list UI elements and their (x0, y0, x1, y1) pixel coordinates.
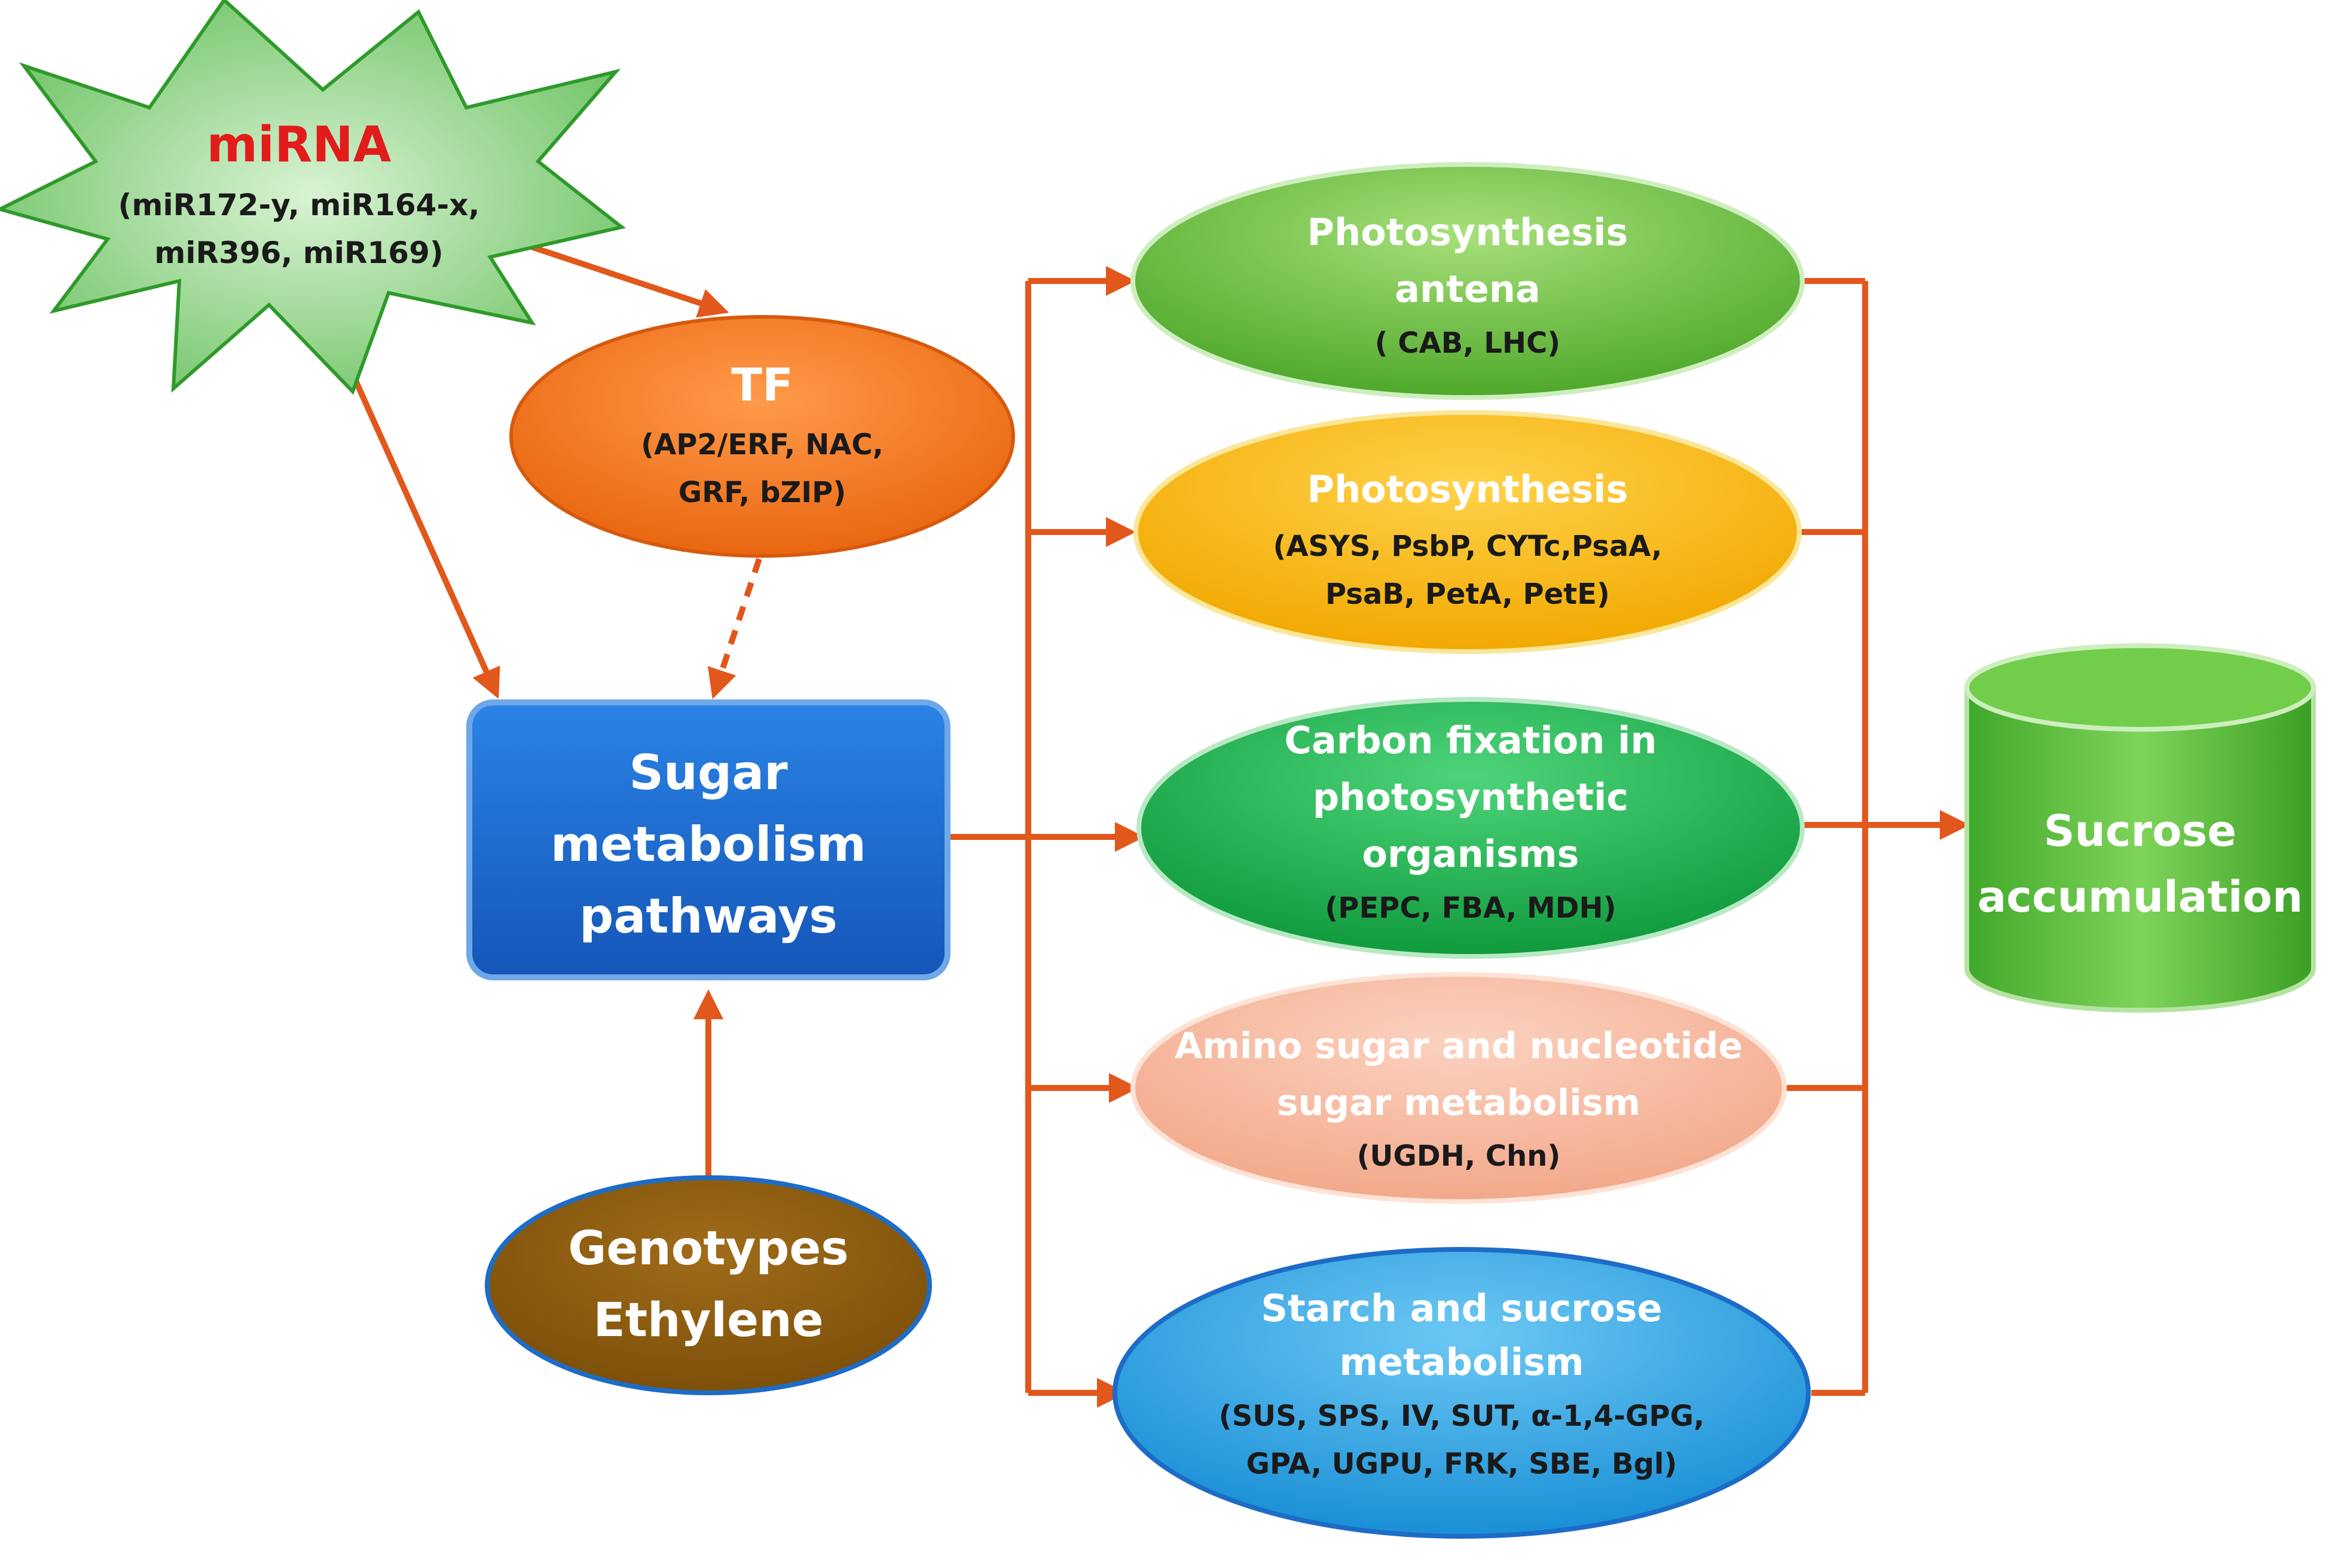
cylinder-top (1964, 643, 2316, 732)
mirna-sub-line-2: miR396, miR169) (154, 236, 443, 270)
pathway-4-ellipse (1130, 972, 1787, 1204)
pathway-5-genes-line-1: (SUS, SPS, IV, SUT, α-1,4-GPG, (1219, 1399, 1704, 1433)
sugar-line-2: metabolism (551, 817, 866, 872)
pathway-2-genes-line-2: PsaB, PetA, PetE) (1325, 577, 1610, 611)
pathway-5-ellipse (1113, 1247, 1811, 1539)
pathway-3-genes: (PEPC, FBA, MDH) (1325, 891, 1616, 925)
tf-node: TF (AP2/ERF, NAC, GRF, bZIP) (509, 315, 1015, 558)
pathway-2-genes-line-1: (ASYS, PsbP, CYTc,PsaA, (1273, 530, 1662, 563)
genotypes-ellipse (485, 1175, 932, 1395)
tf-sub-line-2: GRF, bZIP) (679, 476, 846, 509)
sugar-metabolism-box (466, 699, 950, 980)
tf-sub-line-1: (AP2/ERF, NAC, (641, 428, 884, 461)
pathway-amino-sugar: Amino sugar and nucleotide sugar metabol… (1130, 972, 1787, 1204)
pathway-1-title-line-1: Photosynthesis (1307, 210, 1628, 254)
tf-ellipse (509, 315, 1015, 558)
pathway-5-title-line-1: Starch and sucrose (1261, 1286, 1662, 1330)
pathway-2-title: Photosynthesis (1307, 467, 1628, 511)
edge-tf-to-sugar-dashed (707, 558, 762, 699)
pathway-1-ellipse (1130, 162, 1805, 400)
mirna-node: miRNA (miR172-y, miR164-x, miR396, miR16… (0, 0, 626, 395)
sugar-line-3: pathways (579, 888, 838, 944)
pathway-starch-sucrose: Starch and sucrose metabolism (SUS, SPS,… (1113, 1247, 1811, 1539)
pathway-1-title-line-2: antena (1395, 267, 1541, 311)
sugar-metabolism-node: Sugar metabolism pathways (466, 699, 950, 980)
mirna-title: miRNA (207, 117, 392, 173)
pathway-3-title-line-1: Carbon fixation in (1285, 719, 1657, 762)
pathway-5-genes-line-2: GPA, UGPU, FRK, SBE, Bgl) (1246, 1447, 1677, 1481)
mirna-sub-line-1: (miR172-y, miR164-x, (118, 188, 480, 222)
pathway-3-title-line-2: photosynthetic (1313, 775, 1628, 819)
pathway-3-ellipse (1136, 697, 1805, 959)
genotypes-node: Genotypes Ethylene (485, 1175, 932, 1395)
genotypes-line-1: Genotypes (568, 1222, 848, 1276)
sugar-line-1: Sugar (629, 745, 788, 800)
pathway-photosynthesis: Photosynthesis (ASYS, PsbP, CYTc,PsaA, P… (1133, 410, 1802, 654)
pathway-3-title-line-3: organisms (1362, 832, 1579, 876)
tf-title: TF (731, 358, 793, 411)
pathway-carbon-fixation: Carbon fixation in photosynthetic organi… (1136, 697, 1805, 959)
cylinder-body (1964, 685, 2316, 1013)
pathway-photosynthesis-antena: Photosynthesis antena ( CAB, LHC) (1130, 162, 1805, 400)
pathway-4-genes: (UGDH, Chn) (1357, 1139, 1561, 1173)
pathway-2-ellipse (1133, 410, 1802, 654)
sucrose-line-1: Sucrose (2044, 806, 2236, 856)
sucrose-line-2: accumulation (1978, 872, 2303, 922)
genotypes-line-2: Ethylene (593, 1294, 823, 1347)
pathway-4-title-line-2: sugar metabolism (1277, 1082, 1640, 1124)
mirna-star-shape (0, 0, 626, 395)
pathway-5-title-line-2: metabolism (1339, 1340, 1584, 1384)
pathway-4-title-line-1: Amino sugar and nucleotide (1175, 1025, 1743, 1067)
sucrose-accumulation-node: Sucrose accumulation (1964, 643, 2316, 1013)
pathway-1-genes: ( CAB, LHC) (1375, 326, 1560, 360)
